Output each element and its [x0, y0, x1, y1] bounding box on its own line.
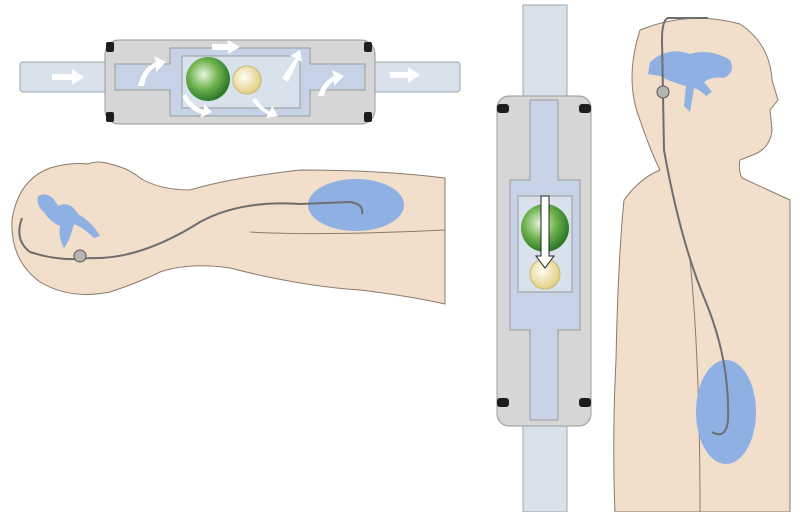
- seal: [497, 398, 509, 407]
- stomach: [308, 179, 404, 231]
- arm-line: [249, 229, 446, 235]
- seal: [579, 104, 591, 113]
- arm-line: [689, 259, 701, 512]
- seal: [364, 42, 372, 52]
- arrow-icon: [138, 56, 166, 86]
- ventricles: [648, 51, 732, 112]
- yellow-ball: [232, 65, 262, 95]
- seal: [364, 112, 372, 122]
- shunt-reservoir: [73, 249, 87, 263]
- seal: [579, 398, 591, 407]
- shunt-reservoir: [656, 85, 670, 99]
- catheter: [18, 200, 364, 261]
- patient-lying: [11, 161, 446, 305]
- stomach: [696, 360, 756, 464]
- ventricles: [37, 194, 100, 248]
- arrow-icon: [252, 98, 278, 118]
- seal: [106, 42, 114, 52]
- green-ball: [186, 57, 230, 101]
- vertical-valve: [496, 4, 592, 512]
- flow-arrows: [52, 40, 420, 118]
- arrow-icon: [212, 40, 240, 54]
- seal: [106, 112, 114, 122]
- arrow-icon: [390, 67, 420, 83]
- down-arrow-icon: [535, 195, 555, 269]
- catheter: [660, 17, 730, 436]
- arrow-icon: [182, 94, 212, 118]
- patient-standing: [613, 17, 791, 512]
- arrow-icon: [318, 70, 344, 96]
- seal: [497, 104, 509, 113]
- arrow-icon: [282, 50, 302, 82]
- arrow-icon: [52, 69, 84, 85]
- horizontal-valve: [19, 39, 461, 125]
